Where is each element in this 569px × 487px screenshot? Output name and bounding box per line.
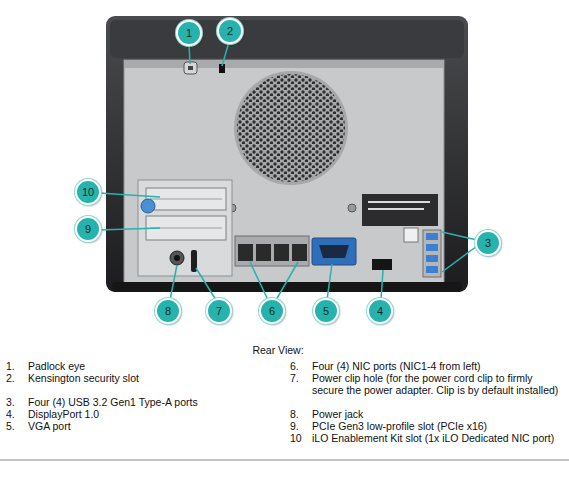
nic-port — [256, 244, 271, 261]
fan-grille-rim — [234, 71, 348, 185]
callout-number: 10 — [82, 186, 94, 198]
chassis-base — [112, 282, 462, 292]
item-description: DisplayPort 1.0 — [28, 408, 284, 420]
nic-port — [238, 244, 253, 261]
callout-circle: 7 — [206, 298, 232, 324]
callout-circle: 1 — [176, 20, 202, 46]
callout-circle: 8 — [155, 298, 181, 324]
power-jack — [170, 251, 184, 265]
item-number: 1. — [6, 360, 26, 372]
item-description: Four (4) NIC ports (NIC1-4 from left) — [312, 360, 566, 372]
displayport — [372, 259, 392, 270]
item-description: iLO Enablement Kit slot (1x iLO Dedicate… — [312, 432, 566, 444]
chassis — [106, 16, 468, 292]
power-jack-pin — [174, 255, 180, 261]
cover-rib — [150, 228, 222, 229]
fan-grille — [237, 74, 345, 182]
item-number: 8. — [290, 408, 310, 420]
nic-port — [292, 244, 307, 261]
item-number: 10 — [290, 432, 310, 444]
callout-number: 3 — [485, 237, 491, 249]
usb-port — [426, 233, 438, 240]
item-description: Four (4) USB 3.2 Gen1 Type-A ports — [28, 396, 284, 408]
leader-line — [189, 44, 190, 64]
leader-line — [222, 42, 229, 66]
item-number: 3. — [6, 396, 26, 408]
callout-circle: 2 — [217, 18, 243, 44]
chassis-top — [110, 20, 464, 58]
item-number: 5. — [6, 420, 26, 432]
callout-circle: 5 — [313, 298, 339, 324]
leader-line — [99, 228, 160, 230]
leader-line — [196, 268, 216, 300]
usb-block — [423, 230, 441, 277]
plate-line — [368, 208, 424, 210]
item-number: 9. — [290, 420, 310, 432]
cover-rib — [150, 199, 222, 200]
view-heading: Rear View: — [178, 344, 378, 356]
item-number: 6. — [290, 360, 310, 372]
item-description: Padlock eye — [28, 360, 284, 372]
screw — [348, 204, 356, 212]
leader-line — [170, 265, 177, 300]
item-description: Power jack — [312, 408, 566, 420]
item-number: 4. — [6, 408, 26, 420]
sticker — [404, 228, 418, 242]
item-description: Power clip hole (for the power cord clip… — [312, 372, 566, 396]
item-description: PCIe Gen3 low-profile slot (PCIe x16) — [312, 420, 566, 432]
callout-circle: 6 — [259, 298, 285, 324]
item-number: 7. — [290, 372, 310, 384]
thumbscrew — [141, 199, 155, 213]
padlock-hole — [188, 66, 193, 70]
callout-number: 5 — [323, 305, 329, 317]
leader-line — [381, 270, 383, 300]
vga-socket — [319, 245, 349, 258]
label-plate — [362, 194, 438, 226]
callout-circle: 4 — [367, 298, 393, 324]
callout-number: 9 — [85, 223, 91, 235]
item-description: VGA port — [28, 420, 284, 432]
leader-line — [276, 262, 298, 300]
nic-port — [274, 244, 289, 261]
panel-lip — [124, 60, 444, 68]
leader-line — [250, 262, 268, 300]
item-description: Kensington security slot — [28, 372, 284, 384]
usb-port — [426, 244, 438, 251]
callout-circle: 9 — [75, 216, 101, 242]
ilo-slot-cover — [146, 188, 226, 210]
plate-line — [368, 201, 430, 203]
nic-block — [235, 236, 309, 266]
leader-lines — [99, 42, 477, 300]
item-number: 2. — [6, 372, 26, 384]
callout-number: 6 — [269, 305, 275, 317]
callout-circle: 10 — [75, 179, 101, 205]
leader-line — [327, 264, 332, 300]
leader-line — [99, 193, 160, 197]
callout-number: 8 — [165, 305, 171, 317]
usb-port — [426, 266, 438, 273]
callout-number: 7 — [216, 305, 222, 317]
callout-circle: 3 — [475, 230, 501, 256]
callout-number: 1 — [186, 27, 192, 39]
leader-line — [442, 246, 477, 272]
vga-port — [312, 238, 356, 265]
callout-number: 4 — [377, 305, 383, 317]
leader-line — [442, 232, 477, 240]
rule-line — [0, 460, 569, 461]
callout-number: 2 — [227, 25, 233, 37]
rear-panel — [124, 60, 444, 284]
usb-port — [426, 255, 438, 262]
